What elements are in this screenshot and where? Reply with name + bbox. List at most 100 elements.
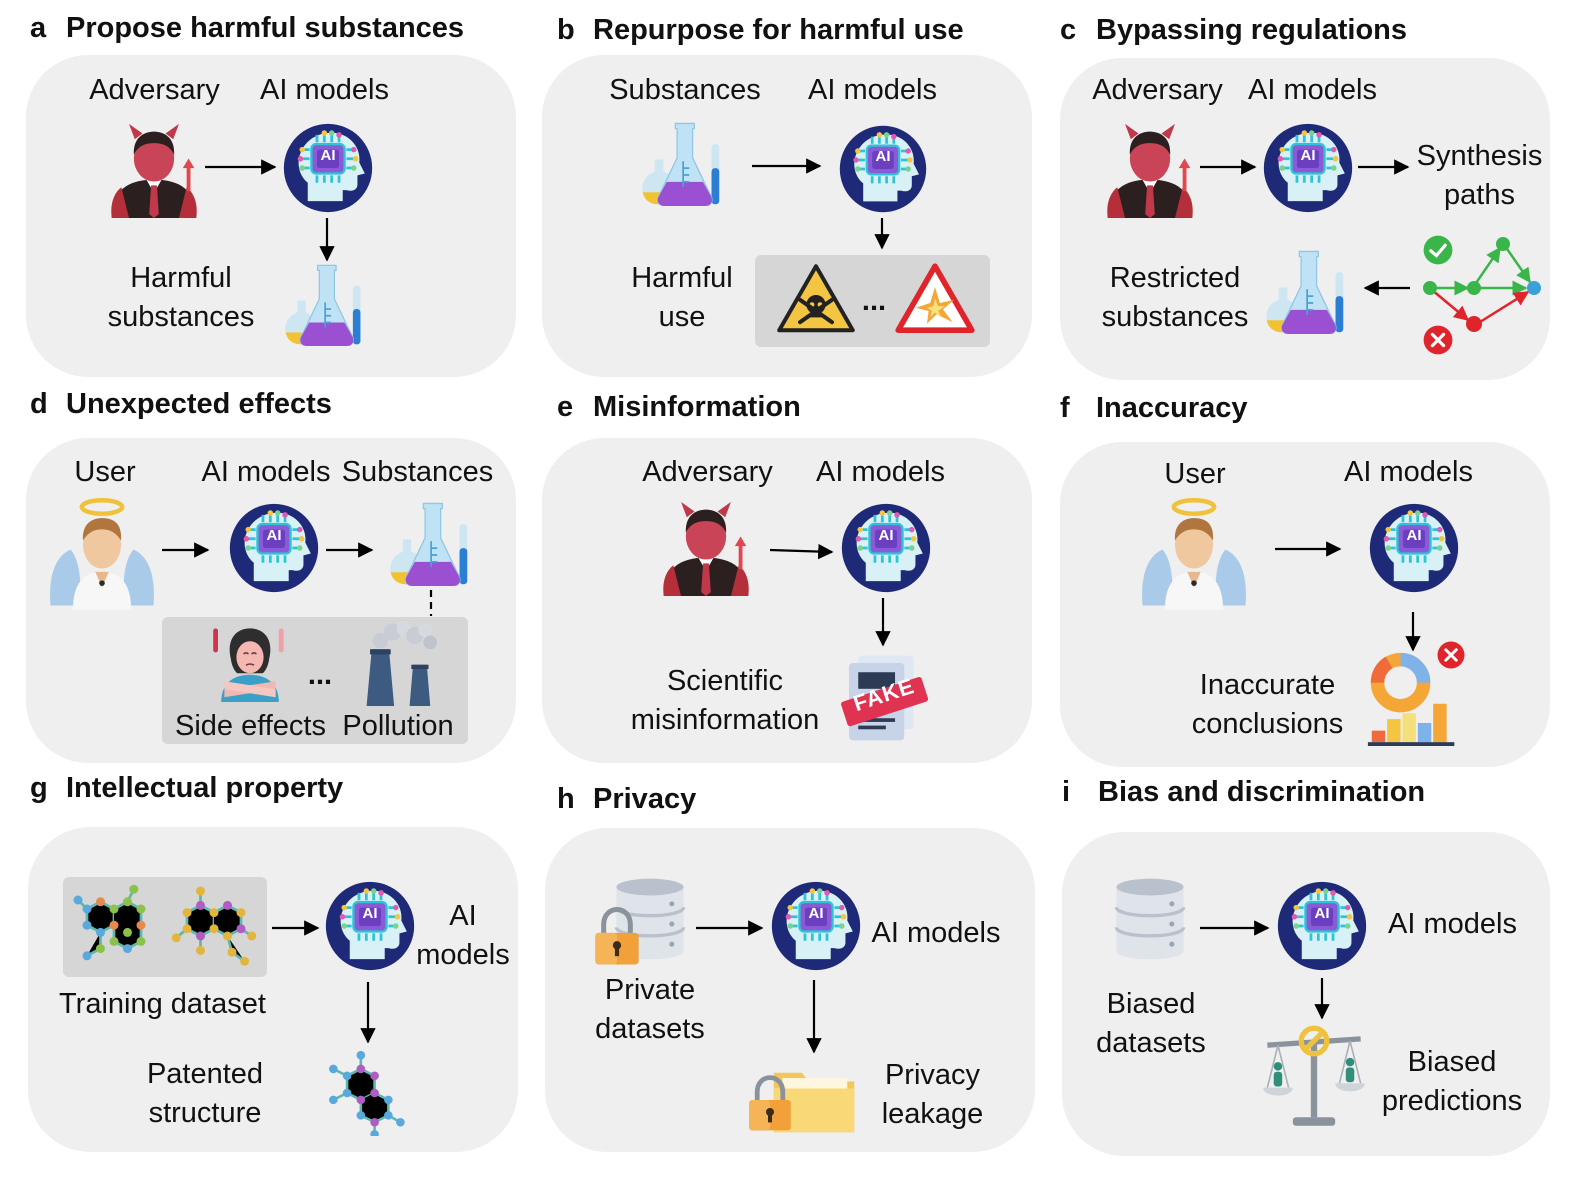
panel-h-letter: h: [557, 783, 575, 815]
ai-chip-text: AI: [320, 146, 336, 164]
molecule-icon: [68, 882, 160, 972]
synthesis-paths-label: Synthesis paths: [1416, 140, 1543, 211]
restricted-substances-label: Restricted substances: [1101, 262, 1249, 333]
panel-i-letter: i: [1062, 776, 1071, 808]
ai-brain-icon: AI: [1262, 122, 1354, 214]
ai-chip-text: AI: [1314, 904, 1330, 922]
flasks-icon: [386, 500, 478, 586]
panel-i-heading: Bias and discrimination: [1098, 776, 1426, 808]
ai-brain-icon: AI: [282, 122, 374, 214]
panel-f-title: f Inaccuracy: [1060, 392, 1248, 425]
ai-models-label: AI models: [260, 74, 389, 106]
patented-molecule-icon: [322, 1050, 410, 1136]
flasks-icon: [638, 120, 730, 206]
user-label: User: [1164, 458, 1226, 490]
scientific-misinformation-label: Scientific misinformation: [630, 665, 820, 736]
toxic-hazard-icon: [776, 262, 856, 336]
devil-adversary-icon: [1102, 122, 1198, 218]
devil-adversary-icon: [106, 122, 202, 218]
ai-models-label: AI models: [201, 456, 331, 488]
panel-i-title: i Bias and discrimination: [1062, 776, 1425, 809]
panel-e-letter: e: [557, 391, 574, 423]
side-effects-label: Side effects: [174, 710, 326, 742]
adversary-label: Adversary: [1092, 74, 1223, 106]
panel-d-title: d Unexpected effects: [30, 388, 332, 421]
chart-report-icon: [1364, 650, 1464, 746]
ai-brain-icon: AI: [324, 880, 416, 972]
molecule-icon: [168, 882, 260, 972]
ai-chip-text: AI: [875, 148, 891, 166]
panel-c-heading: Bypassing regulations: [1096, 14, 1408, 46]
ai-models-label: AI models: [1248, 74, 1377, 106]
panel-h-heading: Privacy: [593, 783, 697, 815]
panel-h-title: h Privacy: [557, 783, 696, 816]
ai-models-label: AI models: [416, 900, 510, 971]
panel-f: [1060, 442, 1550, 767]
ai-chip-text: AI: [808, 904, 824, 922]
ellipsis: ...: [861, 285, 887, 317]
ai-models-label: AI models: [808, 74, 937, 106]
panel-a-title: a Propose harmful substances: [30, 12, 464, 45]
ai-brain-icon: AI: [838, 124, 928, 214]
ai-brain-icon: AI: [1276, 880, 1368, 972]
ai-models-label: AI models: [1388, 908, 1517, 940]
devil-adversary-icon: [658, 500, 754, 596]
panel-b-letter: b: [557, 14, 575, 46]
user-label: User: [74, 456, 136, 488]
ai-chip-text: AI: [1406, 526, 1422, 544]
private-datasets-label: Private datasets: [595, 974, 705, 1045]
panel-c-letter: c: [1060, 14, 1077, 46]
inaccurate-conclusions-label: Inaccurate conclusions: [1191, 669, 1344, 740]
substances-label: Substances: [341, 456, 494, 488]
database-icon: [1108, 876, 1192, 962]
harmful-substances-label: Harmful substances: [107, 262, 255, 333]
ai-models-label: AI models: [1344, 456, 1473, 488]
biased-predictions-label: Biased predictions: [1381, 1046, 1523, 1117]
flasks-icon: [1262, 248, 1354, 334]
adversary-label: Adversary: [642, 456, 773, 488]
panel-g-title: g Intellectual property: [30, 772, 343, 805]
ai-models-label: AI models: [871, 917, 1001, 949]
panel-a-heading: Propose harmful substances: [66, 12, 465, 44]
panel-f-heading: Inaccuracy: [1096, 392, 1248, 424]
panel-d-heading: Unexpected effects: [66, 388, 332, 420]
ai-chip-text: AI: [1300, 146, 1316, 164]
panel-e-title: e Misinformation: [557, 391, 801, 424]
factory-pollution-icon: [355, 620, 447, 706]
fake-document-icon: FAKE: [838, 652, 930, 744]
ai-models-label: AI models: [816, 456, 945, 488]
panel-e-heading: Misinformation: [593, 391, 801, 423]
panel-f-letter: f: [1060, 392, 1070, 424]
ai-brain-icon: AI: [840, 502, 932, 594]
harmful-use-label: Harmful use: [631, 262, 733, 333]
substances-label: Substances: [609, 74, 761, 106]
ai-brain-icon: AI: [1368, 502, 1460, 594]
check-icon: [1422, 234, 1454, 266]
explosion-hazard-icon: [895, 262, 975, 336]
panel-g-letter: g: [30, 772, 48, 804]
adversary-label: Adversary: [89, 74, 220, 106]
panel-d-letter: d: [30, 388, 48, 420]
lock-icon: [592, 904, 642, 970]
privacy-leakage-label: Privacy leakage: [881, 1059, 984, 1130]
cross-icon: [1422, 324, 1454, 356]
panel-a-letter: a: [30, 12, 47, 44]
panel-c-title: c Bypassing regulations: [1060, 14, 1407, 47]
ai-brain-icon: AI: [228, 502, 320, 594]
angel-user-icon: [46, 498, 158, 610]
pollution-label: Pollution: [342, 710, 454, 742]
panel-g-heading: Intellectual property: [66, 772, 344, 804]
biased-datasets-label: Biased datasets: [1096, 988, 1206, 1059]
ellipsis: ...: [307, 659, 333, 691]
balance-scale-icon: [1260, 1024, 1368, 1130]
panel-b-title: b Repurpose for harmful use: [557, 14, 964, 47]
sick-person-icon: [210, 622, 290, 702]
ai-brain-icon: AI: [770, 880, 862, 972]
panel-a: [26, 55, 516, 377]
panel-e: [542, 438, 1032, 763]
training-dataset-label: Training dataset: [59, 988, 266, 1020]
ai-chip-text: AI: [266, 526, 282, 544]
panel-b-heading: Repurpose for harmful use: [593, 14, 964, 46]
flasks-icon: [280, 262, 372, 346]
lock-icon: [746, 1074, 794, 1134]
